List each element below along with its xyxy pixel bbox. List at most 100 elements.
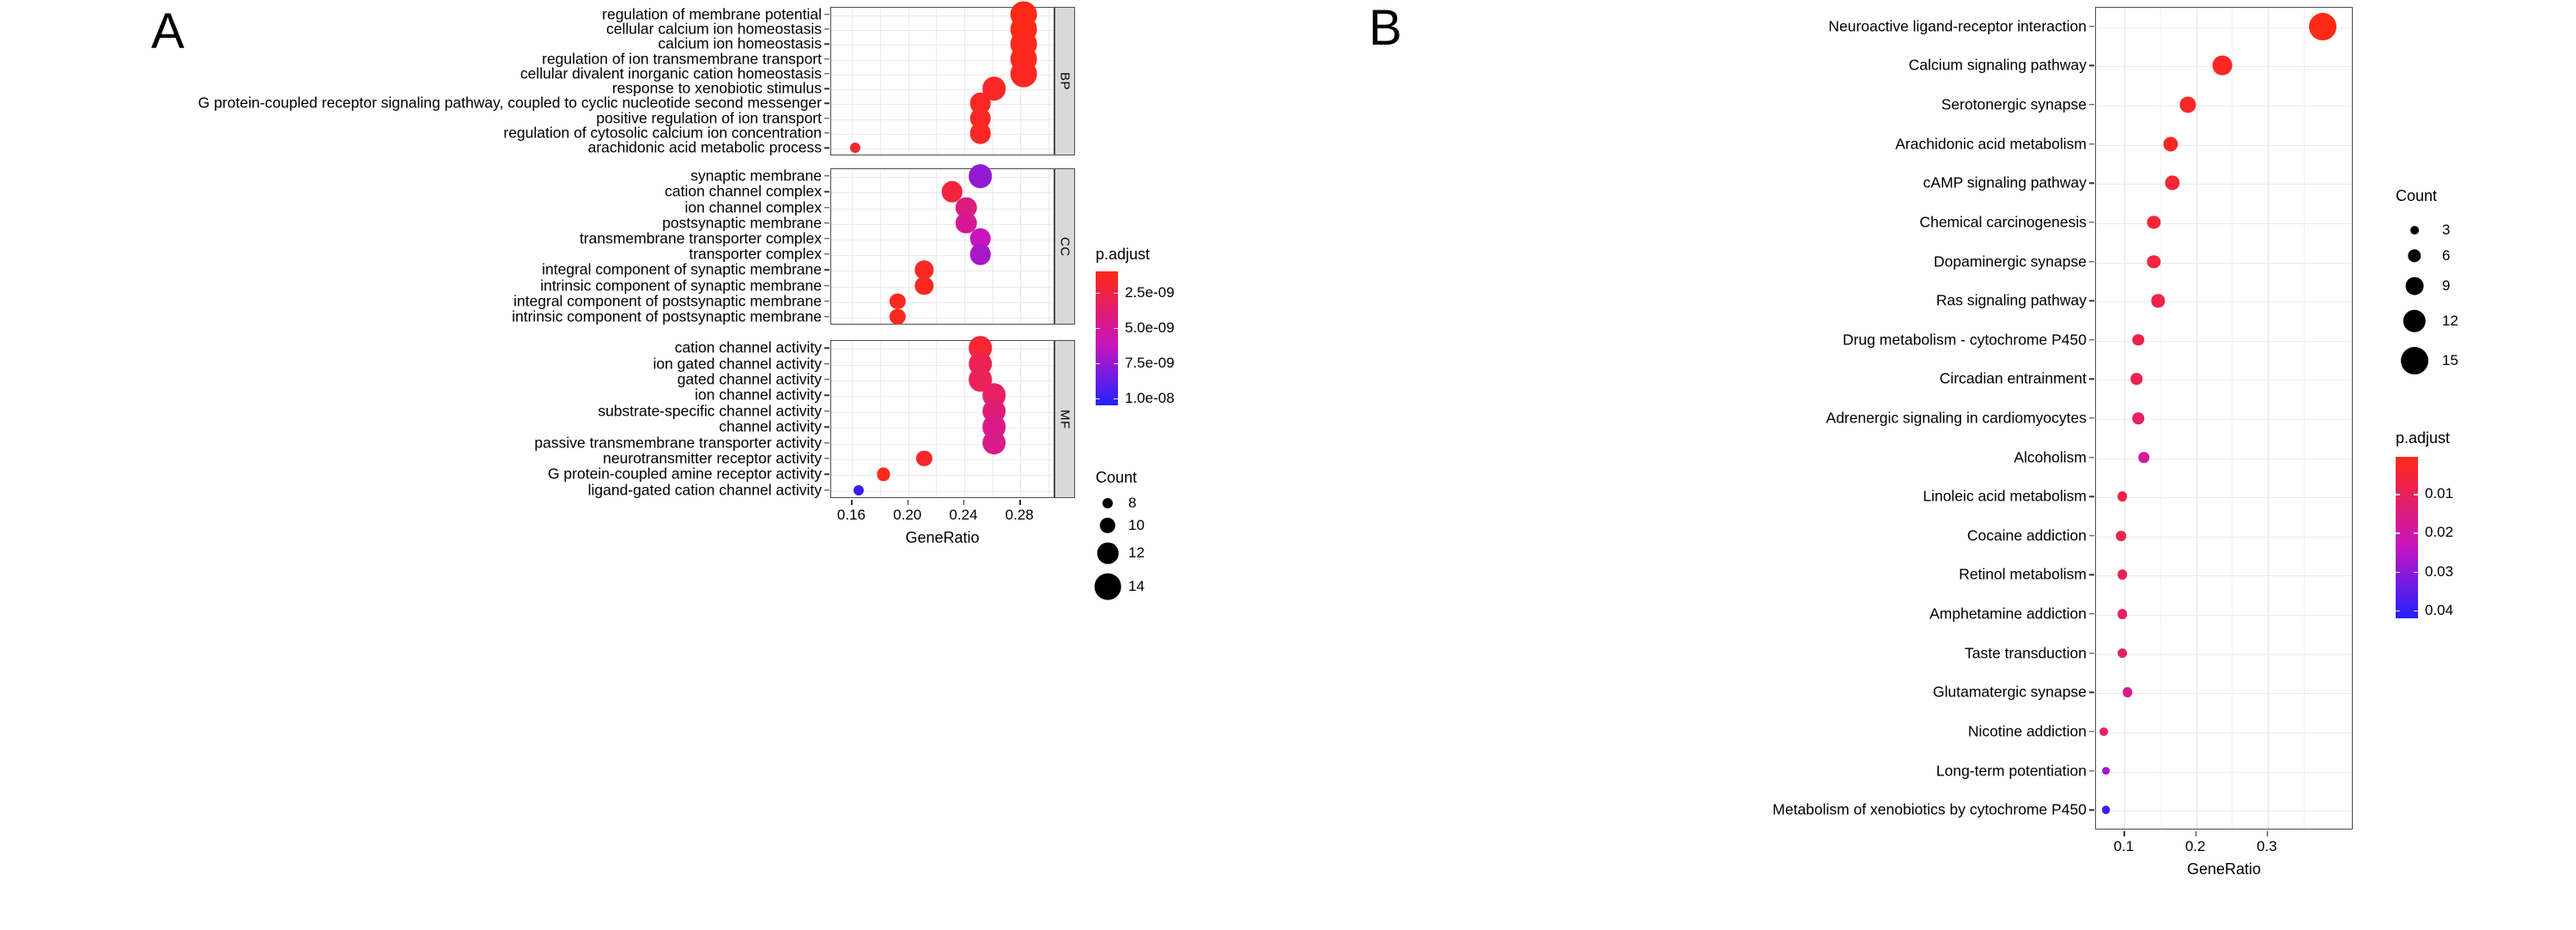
grid-line-horizontal [2096, 184, 2352, 185]
facet-strip-bp: BP [1054, 7, 1075, 155]
y-axis-term-label: integral component of synaptic membrane [542, 260, 822, 278]
color-legend-tick [2396, 571, 2400, 574]
grid-line-vertical [936, 341, 938, 497]
grid-line-vertical [936, 169, 938, 324]
y-axis-term-label: cellular calcium ion homeostasis [606, 20, 822, 38]
y-axis-tick [2089, 535, 2094, 537]
facet-strip-label: MF [1057, 409, 1072, 429]
grid-line-horizontal [2096, 693, 2352, 695]
color-legend-tick [1114, 327, 1118, 330]
y-axis-term-label: channel activity [719, 417, 822, 435]
grid-line-horizontal [831, 270, 1054, 272]
data-point [2117, 609, 2128, 619]
y-axis-tick [824, 58, 829, 60]
data-point [850, 143, 861, 154]
size-legend-label: 12 [2442, 313, 2458, 330]
x-axis-tick [2267, 831, 2269, 836]
color-legend-tick [1096, 292, 1100, 295]
color-legend-tick [2396, 610, 2400, 612]
y-axis-term-label: intrinsic component of synaptic membrane [540, 276, 822, 294]
y-axis-tick [2089, 26, 2094, 27]
grid-line-horizontal [2096, 262, 2352, 264]
y-axis-tick [2089, 691, 2094, 694]
legend-title-count: Count [1096, 469, 1138, 486]
data-point [916, 450, 933, 467]
y-axis-term-label: calcium ion homeostasis [658, 34, 822, 52]
data-point [2179, 96, 2196, 113]
grid-line-vertical [852, 341, 854, 497]
grid-line-vertical [936, 8, 938, 155]
grid-line-vertical [1048, 341, 1049, 497]
size-legend-label: 3 [2442, 222, 2451, 238]
grid-line-horizontal [2096, 301, 2352, 303]
grid-line-horizontal [831, 177, 1054, 179]
legend-title-count: Count [2396, 187, 2438, 204]
y-axis-term-label: cation channel complex [665, 182, 822, 200]
y-axis-term-label: Drug metabolism - cytochrome P450 [1843, 331, 2087, 348]
grid-line-horizontal [831, 475, 1054, 477]
data-point [914, 276, 933, 295]
size-legend-dot [2405, 277, 2424, 295]
y-axis-tick [824, 426, 829, 428]
data-point [2116, 531, 2126, 541]
y-axis-tick [824, 206, 829, 209]
grid-line-horizontal [831, 411, 1054, 413]
y-axis-term-label: regulation of cytosolic calcium ion conc… [503, 124, 822, 142]
y-axis-term-label: integral component of postsynaptic membr… [513, 291, 822, 309]
y-axis-term-label: ligand-gated cation channel activity [587, 481, 822, 499]
y-axis-term-label: postsynaptic membrane [662, 213, 822, 231]
grid-line-horizontal [831, 134, 1054, 136]
y-axis-tick [824, 73, 829, 75]
grid-line-vertical [2232, 8, 2233, 829]
size-legend-label: 9 [2442, 277, 2451, 295]
grid-line-horizontal [831, 396, 1054, 398]
x-axis-tick-label: 0.2 [2184, 838, 2206, 854]
y-axis-tick [2089, 769, 2094, 772]
grid-line-vertical [2196, 8, 2197, 829]
grid-line-horizontal [831, 490, 1054, 492]
data-point [2122, 687, 2133, 698]
y-axis-tick [2089, 613, 2094, 615]
x-axis-tick [2123, 831, 2125, 836]
grid-line-horizontal [831, 89, 1054, 91]
grid-line-horizontal [2096, 144, 2352, 146]
data-point [853, 484, 864, 495]
grid-line-vertical [963, 8, 965, 155]
grid-line-horizontal [831, 317, 1054, 319]
color-legend-tick [1114, 398, 1118, 400]
data-point [1010, 60, 1037, 88]
grid-line-horizontal [831, 301, 1054, 303]
grid-line-horizontal [2096, 732, 2352, 733]
y-axis-tick [824, 13, 829, 15]
color-legend-tick [1096, 398, 1100, 400]
legend-title-p-adjust: p.adjust [2396, 429, 2451, 447]
y-axis-tick [824, 43, 829, 45]
x-axis-tick [851, 500, 853, 505]
data-point [982, 430, 1006, 455]
grid-line-horizontal [2096, 771, 2352, 773]
x-axis-tick-label: 0.3 [2257, 838, 2277, 854]
color-legend-tick [1114, 292, 1118, 295]
size-legend-dot [1094, 573, 1121, 600]
grid-line-horizontal [2096, 536, 2352, 538]
grid-line-horizontal [831, 443, 1054, 445]
color-legend-bar [1096, 271, 1118, 405]
data-point [877, 467, 890, 481]
y-axis-term-label: regulation of membrane potential [602, 4, 822, 22]
color-legend-tick [2414, 571, 2418, 574]
grid-line-horizontal [831, 255, 1054, 257]
x-axis-title: GeneRatio [2186, 860, 2262, 878]
grid-line-horizontal [831, 428, 1054, 429]
y-axis-term-label: Circadian entrainment [1939, 369, 2087, 387]
grid-line-vertical [1048, 8, 1049, 155]
grid-line-horizontal [2096, 575, 2352, 577]
size-legend-dot [1099, 517, 1116, 534]
x-axis-tick [963, 500, 965, 505]
y-axis-tick [2089, 731, 2094, 732]
y-axis-tick [2089, 574, 2094, 576]
y-axis-tick [824, 147, 829, 149]
y-axis-term-label: G protein-coupled receptor signaling pat… [197, 94, 822, 112]
grid-line-vertical [880, 8, 882, 155]
y-axis-term-label: ion channel activity [695, 386, 822, 404]
